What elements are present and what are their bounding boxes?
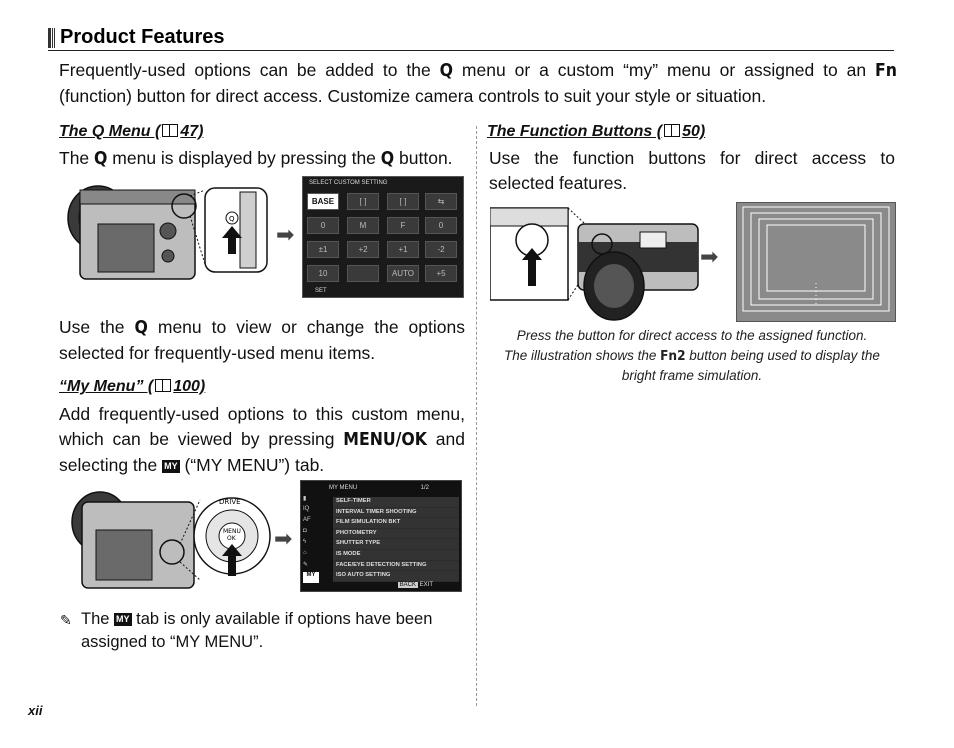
my-menu-item: ISO AUTO SETTING bbox=[333, 571, 459, 582]
camera-menu-ok-illustration: DRIVE MENU OK bbox=[71, 491, 271, 589]
function-buttons-heading: The Function Buttons (50) bbox=[487, 123, 706, 140]
my-menu-item: IS MODE bbox=[333, 549, 459, 561]
q-menu-heading: The Q Menu (47) bbox=[59, 123, 204, 140]
q-menu-screen-header: SELECT CUSTOM SETTING bbox=[309, 180, 388, 186]
camera-back-illustration: Q bbox=[67, 185, 268, 280]
my-menu-heading: “My Menu” (100) bbox=[59, 378, 206, 395]
my-menu-icon: MY bbox=[114, 613, 132, 626]
my-menu-item: SHUTTER TYPE bbox=[333, 539, 459, 550]
page-title: Product Features bbox=[60, 26, 225, 48]
q-menu-screen: SELECT CUSTOM SETTING BASE [ ] [ ] ⇆ 0 M… bbox=[302, 176, 464, 298]
fn2-button-glyph: Fn2 bbox=[660, 348, 686, 364]
function-buttons-para: Use the function buttons for direct acce… bbox=[489, 148, 895, 193]
my-menu-screen-page: 1/2 bbox=[420, 485, 429, 491]
my-menu-item: SELF-TIMER bbox=[333, 497, 459, 508]
book-icon bbox=[664, 124, 681, 137]
arrow-right-icon: ➡ bbox=[274, 526, 293, 551]
title-bars-decoration bbox=[48, 28, 56, 48]
my-menu-item: FACE/EYE DETECTION SETTING bbox=[333, 560, 459, 572]
q-menu-cell-base: BASE bbox=[307, 193, 339, 210]
q-menu-para2: Use the Q menu to view or change the opt… bbox=[59, 317, 465, 363]
my-menu-icon: MY bbox=[162, 460, 180, 473]
page-title-bar: Product Features bbox=[48, 26, 894, 51]
intro-paragraph: Frequently-used options can be added to … bbox=[59, 60, 898, 106]
dial-label-drive: DRIVE bbox=[219, 498, 241, 506]
q-menu-line1: The Q menu is displayed by pressing the … bbox=[59, 148, 453, 169]
bright-frame-lines bbox=[742, 206, 890, 312]
dial-label-ok: OK bbox=[227, 535, 237, 542]
book-icon bbox=[162, 124, 179, 137]
my-menu-item: INTERVAL TIMER SHOOTING bbox=[333, 507, 459, 519]
my-menu-item: FILM SIMULATION BKT bbox=[333, 518, 459, 529]
my-menu-items: SELF-TIMER INTERVAL TIMER SHOOTING FILM … bbox=[333, 497, 459, 582]
note-pencil-icon: ✎ bbox=[60, 612, 72, 628]
column-divider bbox=[476, 126, 477, 706]
my-menu-item: PHOTOMETRY bbox=[333, 528, 459, 540]
bright-frame-screen bbox=[736, 202, 896, 322]
my-menu-screen-header: MY MENU bbox=[329, 485, 358, 491]
q-button-glyph: Q bbox=[439, 61, 453, 81]
page-number: xii bbox=[28, 703, 43, 718]
arrow-right-icon: ➡ bbox=[700, 244, 719, 269]
function-buttons-caption: Press the button for direct access to th… bbox=[504, 328, 880, 383]
my-tab-note: The MY tab is only available if options … bbox=[81, 610, 433, 651]
book-icon bbox=[155, 379, 172, 392]
fn-button-glyph: Fn bbox=[875, 61, 898, 81]
arrow-right-icon: ➡ bbox=[276, 222, 295, 247]
dial-label-menu: MENU bbox=[223, 528, 241, 535]
my-menu-para: Add frequently-used options to this cust… bbox=[59, 404, 466, 475]
camera-front-illustration bbox=[490, 207, 699, 321]
my-menu-screen-footer: BACK EXIT bbox=[397, 582, 433, 588]
q-menu-screen-footer: SET bbox=[315, 288, 327, 294]
menu-ok-button-glyph: MENU/OK bbox=[343, 430, 428, 450]
svg-text:Q: Q bbox=[229, 215, 235, 223]
